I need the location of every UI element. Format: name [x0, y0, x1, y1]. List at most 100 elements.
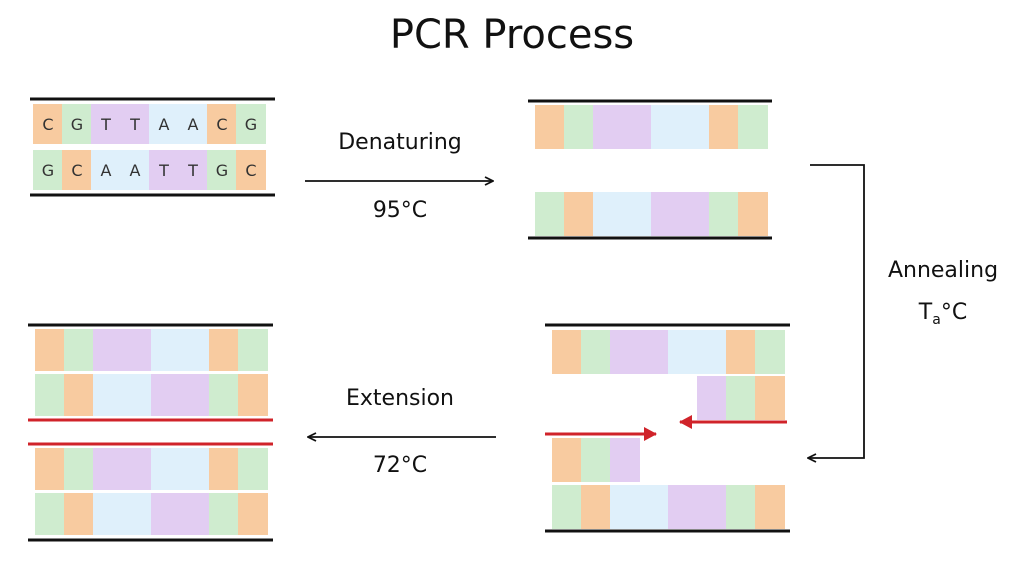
extended-a-bottom-base-A: [93, 374, 123, 416]
annealing-temp-unit: °C: [940, 300, 968, 325]
template-bottom-base-C: [62, 150, 92, 190]
extended-b-bottom-base-C: [238, 493, 268, 535]
template-bottom-base-letter: A: [101, 161, 112, 180]
template-bottom-base-G: [207, 150, 237, 190]
extended-b-bottom-base-C: [64, 493, 94, 535]
annealed-top-base-C: [552, 330, 582, 374]
template-bottom-base-letter: T: [158, 161, 169, 180]
template-bottom-base-letter: G: [42, 161, 54, 180]
template-bottom-base-T: [149, 150, 179, 190]
extended-b-top-base-T: [93, 448, 123, 490]
extended-b-top-base-G: [238, 448, 268, 490]
template-top-base-G: [62, 104, 92, 144]
extension-temperature: 72°C: [372, 453, 428, 478]
extended-a-bottom-base-T: [180, 374, 210, 416]
extended-a-bottom-base-C: [64, 374, 94, 416]
annealed-bottom-base-T: [668, 485, 698, 529]
annealed-top-base-A: [668, 330, 698, 374]
denatured-bottom-base-G: [709, 192, 739, 236]
denatured-bottom-base-G: [535, 192, 565, 236]
denatured-top-base-G: [564, 105, 594, 149]
extended-b-bottom-base-G: [209, 493, 239, 535]
extended-b-top-base-C: [35, 448, 65, 490]
template-top-base-letter: T: [129, 115, 140, 134]
annealed-top-base-T: [610, 330, 640, 374]
template-top-base-letter: A: [188, 115, 199, 134]
extension-label: Extension: [345, 386, 454, 411]
annealed-primer-base-G: [726, 376, 756, 420]
template-top-base-letter: A: [159, 115, 170, 134]
extended-b-bottom-base-G: [35, 493, 65, 535]
page-title: PCR Process: [389, 12, 635, 58]
template-bottom-base-A: [120, 150, 150, 190]
annealed-primer-base-C: [552, 438, 582, 482]
annealed-top-base-C: [726, 330, 756, 374]
annealed-bottom-base-G: [726, 485, 756, 529]
denatured-top-base-G: [738, 105, 768, 149]
annealing-arrow: [808, 164, 865, 458]
template-bottom-base-letter: T: [187, 161, 198, 180]
extended-a-top-base-T: [122, 329, 152, 371]
template-bottom-base-G: [33, 150, 63, 190]
extended-a-bottom-base-A: [122, 374, 152, 416]
annealing-temp-base: T: [918, 300, 933, 325]
template-top-base-C: [33, 104, 63, 144]
extended-b-top-base-C: [209, 448, 239, 490]
template-top-base-G: [236, 104, 266, 144]
extended-a-bottom-base-G: [209, 374, 239, 416]
annealed-top-base-A: [697, 330, 727, 374]
annealed-bottom-base-T: [697, 485, 727, 529]
annealed-primer-base-G: [581, 438, 611, 482]
extended-b-top-base-A: [151, 448, 181, 490]
template-top-base-C: [207, 104, 237, 144]
template-top-base-letter: G: [71, 115, 83, 134]
template-top-base-A: [149, 104, 179, 144]
extended-a-top-base-G: [238, 329, 268, 371]
annealed-top-base-G: [755, 330, 785, 374]
extended-b-top-base-A: [180, 448, 210, 490]
annealed-bottom-base-G: [552, 485, 582, 529]
template-bottom-base-letter: G: [216, 161, 228, 180]
extended-b-top-base-T: [122, 448, 152, 490]
template-top-base-letter: T: [100, 115, 111, 134]
denatured-bottom-base-A: [593, 192, 623, 236]
extended-a-top-base-G: [64, 329, 94, 371]
denatured-top-base-T: [622, 105, 652, 149]
extended-a-top-base-A: [151, 329, 181, 371]
template-top-base-A: [178, 104, 208, 144]
extended-a-bottom-base-G: [35, 374, 65, 416]
extended-b-bottom-base-T: [180, 493, 210, 535]
extended-b-bottom-base-A: [122, 493, 152, 535]
annealed-primer-base-T: [697, 376, 727, 420]
denatured-top-base-T: [593, 105, 623, 149]
annealing-temp-subscript: a: [932, 312, 941, 328]
denatured-top-base-A: [680, 105, 710, 149]
denatured-top-base-A: [651, 105, 681, 149]
denaturing-label: Denaturing: [338, 130, 462, 155]
annealed-primer-base-T: [610, 438, 640, 482]
template-top-base-T: [91, 104, 121, 144]
annealed-primer-base-C: [755, 376, 785, 420]
extended-a-top-base-C: [35, 329, 65, 371]
extended-b-bottom-base-T: [151, 493, 181, 535]
template-top-base-T: [120, 104, 150, 144]
annealed-bottom-base-A: [610, 485, 640, 529]
annealing-label: Annealing: [887, 258, 999, 283]
annealed-bottom-base-C: [581, 485, 611, 529]
annealed-bottom-base-A: [639, 485, 669, 529]
extended-b-bottom-base-A: [93, 493, 123, 535]
extended-a-top-base-T: [93, 329, 123, 371]
template-bottom-base-T: [178, 150, 208, 190]
denatured-bottom-base-T: [651, 192, 681, 236]
extended-b-top-base-G: [64, 448, 94, 490]
extended-a-top-base-A: [180, 329, 210, 371]
extended-a-top-base-C: [209, 329, 239, 371]
template-bottom-base-A: [91, 150, 121, 190]
denatured-bottom-base-C: [564, 192, 594, 236]
annealing-temperature: Ta°C: [868, 300, 1018, 328]
template-bottom-base-letter: C: [245, 161, 256, 180]
template-bottom-base-letter: A: [130, 161, 141, 180]
denatured-bottom-base-T: [680, 192, 710, 236]
denatured-top-base-C: [535, 105, 565, 149]
